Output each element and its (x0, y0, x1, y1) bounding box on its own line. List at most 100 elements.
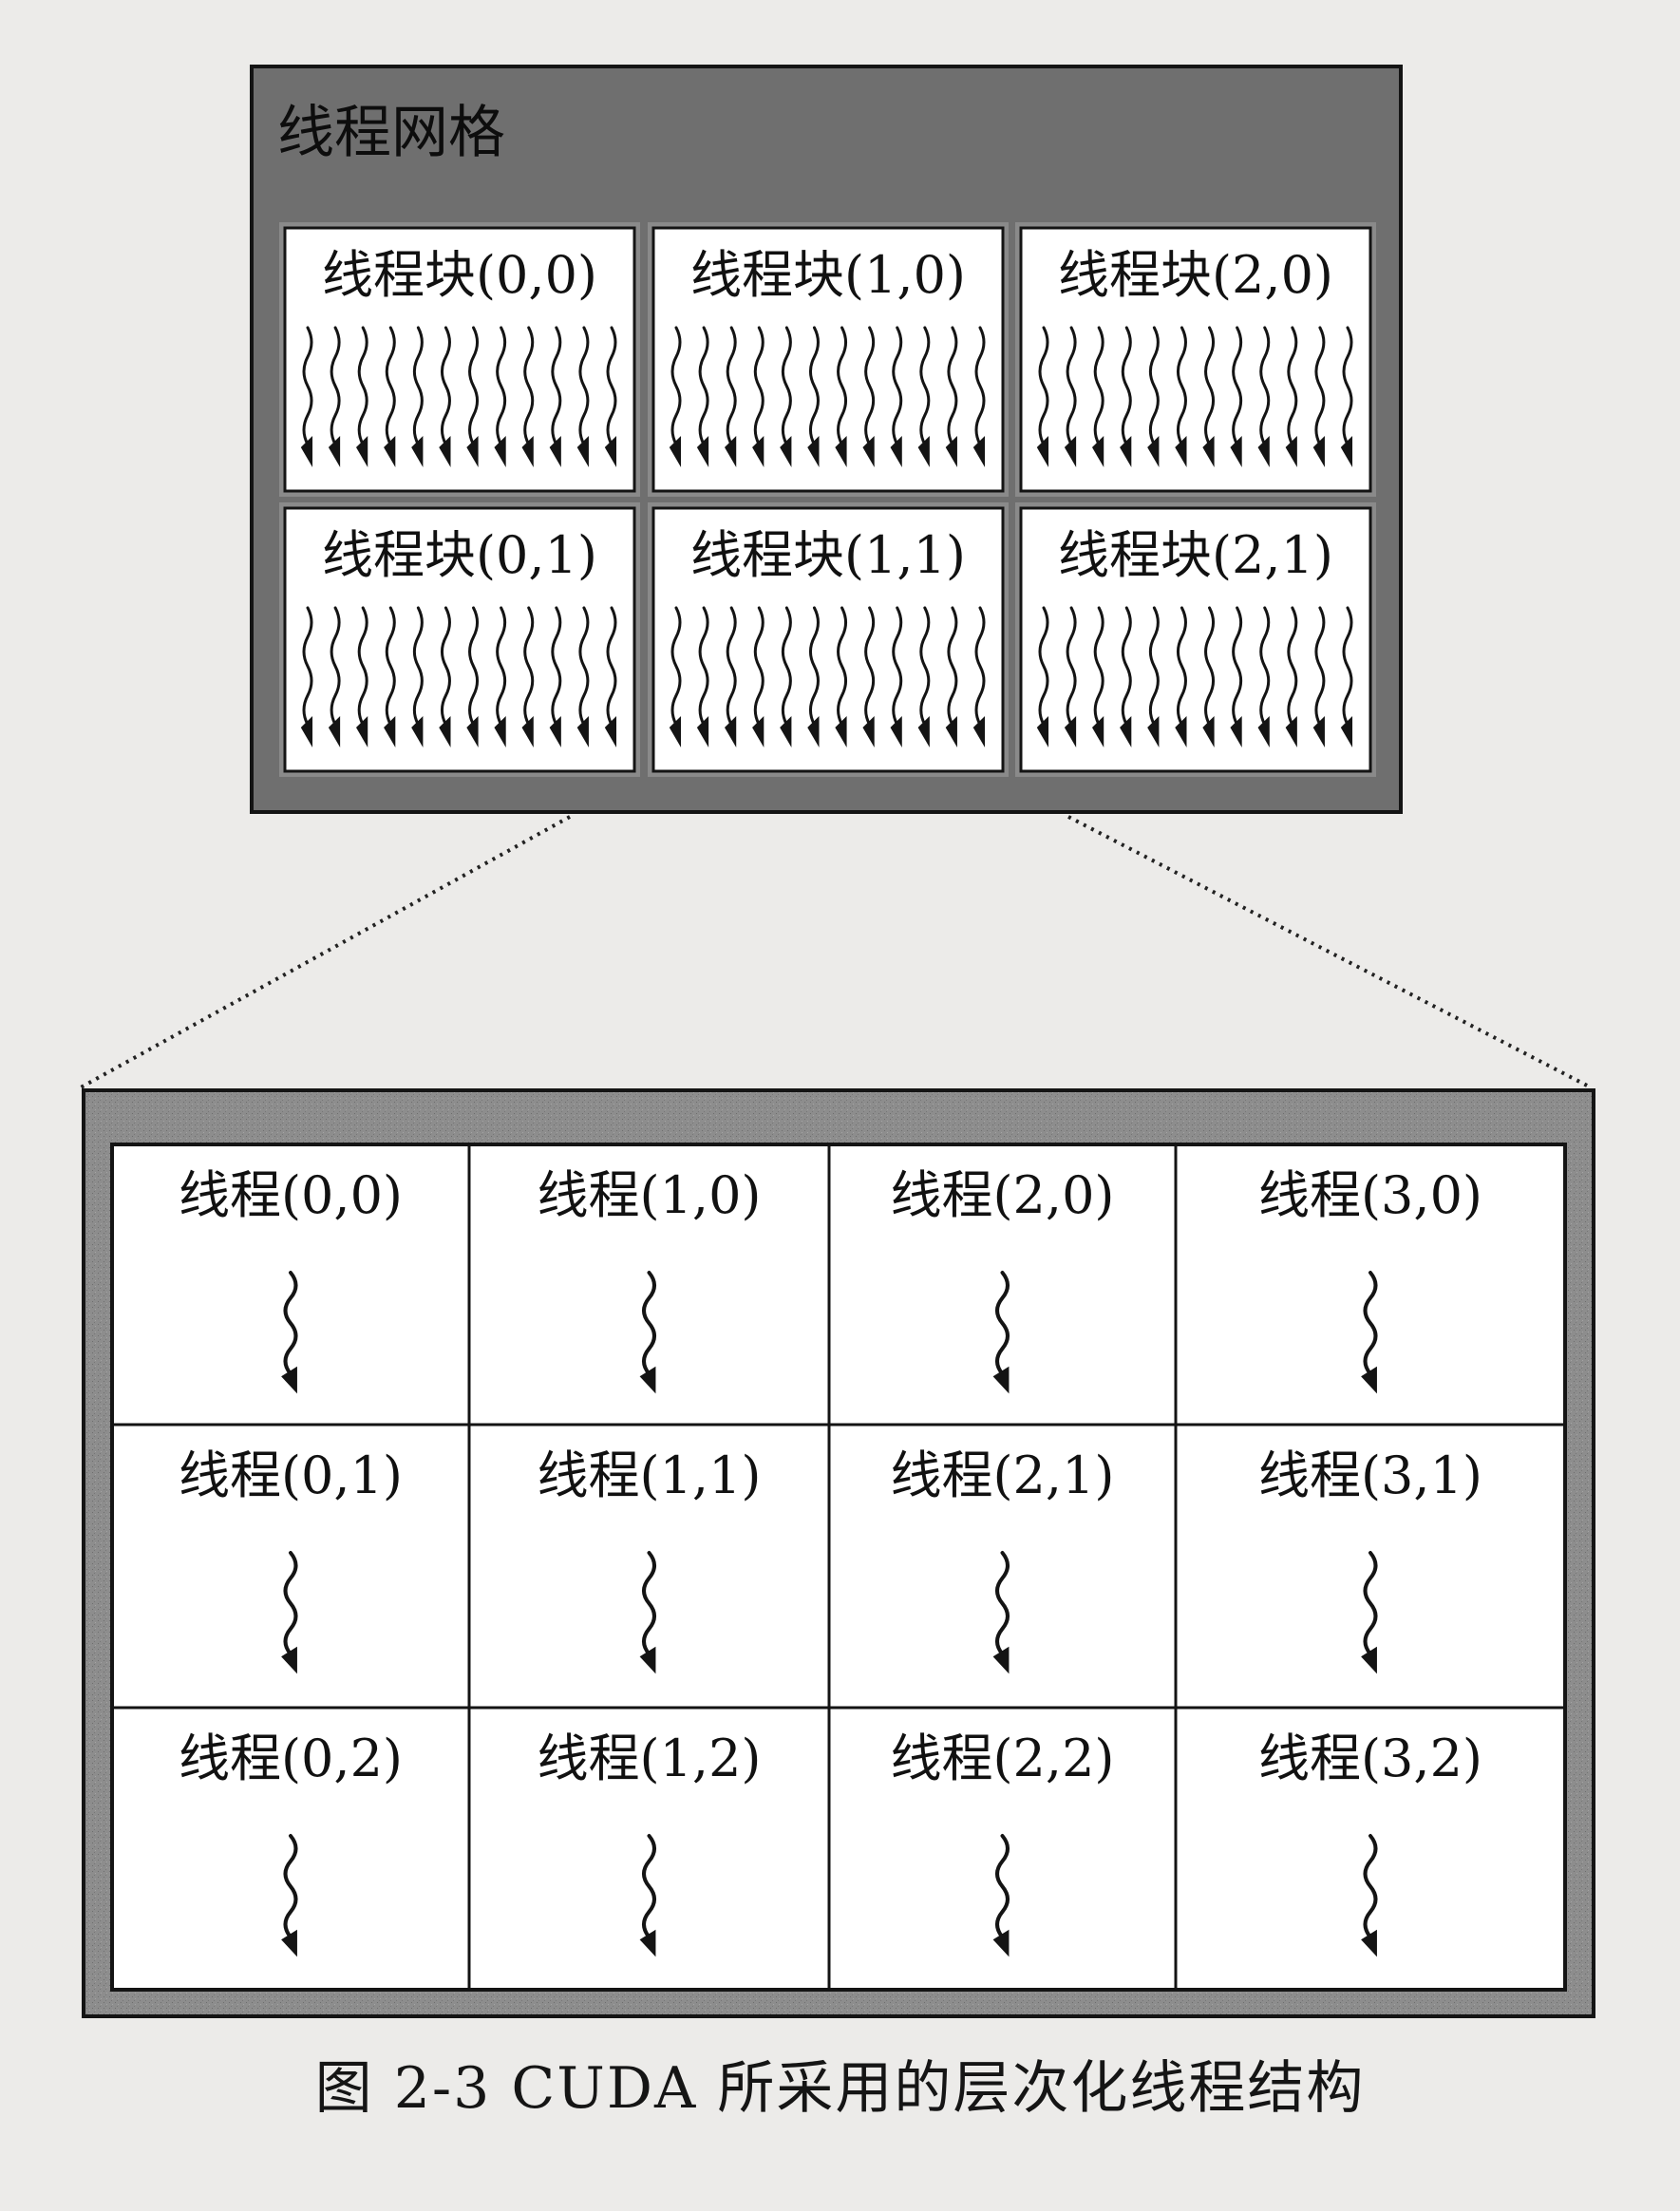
thread-icon (1361, 1551, 1378, 1674)
thread-label: 线程(3,1) (1258, 1446, 1482, 1505)
thread-icon (1175, 326, 1187, 467)
thread-icon (835, 606, 848, 747)
thread-icon (639, 1834, 656, 1957)
thread-grid-cells: 线程(0,0) 线程(1,0) 线程(2,0) 线程(3,0) 线程(0,1) 线程(1,… (112, 1144, 1565, 1990)
thread-icon (604, 326, 617, 467)
thread-icon (355, 606, 368, 747)
thread-icon (549, 326, 562, 467)
thread-icon (1175, 606, 1187, 747)
thread-icon (411, 326, 424, 467)
thread-icon (328, 606, 341, 747)
thread-icon (1202, 606, 1216, 747)
zoom-line-left (80, 815, 571, 1089)
thread-label: 线程(2,0) (890, 1165, 1114, 1225)
thread-icon (1064, 606, 1077, 747)
thread-block: 线程块(2,1) (1015, 502, 1376, 777)
thread-label: 线程(3,0) (1258, 1165, 1482, 1225)
thread-icon (807, 326, 820, 467)
thread-icon (328, 326, 341, 467)
thread-icon (1257, 606, 1271, 747)
thread-icon (862, 606, 876, 747)
thread-icon (439, 326, 451, 467)
thread-cell: 线程(2,2) (890, 1729, 1115, 1957)
thread-block: 线程块(0,0) (279, 222, 640, 497)
thread-block: 线程块(1,1) (648, 502, 1009, 777)
thread-cell: 线程(3,2) (1258, 1729, 1482, 1957)
thread-block-label: 线程块(2,0) (1058, 245, 1333, 305)
thread-cell: 线程(0,0) (179, 1165, 403, 1394)
thread-icon (1147, 326, 1160, 467)
thread-icon (945, 326, 958, 467)
thread-icon (639, 1551, 656, 1674)
thread-icon (1120, 326, 1132, 467)
thread-icon (862, 326, 876, 467)
thread-icon (355, 326, 368, 467)
thread-icon (917, 606, 931, 747)
thread-icon (992, 1551, 1010, 1674)
thread-cell: 线程(1,0) (537, 1165, 762, 1394)
thread-icon (384, 606, 396, 747)
thread-icon (1202, 326, 1216, 467)
thread-label: 线程(3,2) (1258, 1729, 1482, 1788)
thread-icon (1285, 606, 1298, 747)
thread-grid-title: 线程网格 (277, 100, 505, 166)
thread-icon (466, 606, 480, 747)
thread-icon (1312, 606, 1326, 747)
thread-block-label: 线程块(2,1) (1058, 525, 1333, 585)
thread-icon (1147, 606, 1160, 747)
thread-icon (281, 1271, 298, 1394)
thread-icon (281, 1551, 298, 1674)
thread-icon (576, 606, 590, 747)
thread-icon (1230, 606, 1243, 747)
thread-label: 线程(2,1) (890, 1446, 1114, 1505)
thread-icon (917, 326, 931, 467)
thread-label: 线程(2,2) (890, 1729, 1114, 1788)
thread-label: 线程(1,1) (537, 1446, 761, 1505)
thread-block-grid: 线程块(0,0) 线程块(1,0) 线程块(2,0) 线程块(0,1) 线程块(1,1)… (279, 222, 1376, 777)
thread-cell: 线程(3,0) (1258, 1165, 1482, 1394)
thread-icon (1361, 1834, 1378, 1957)
thread-block-label: 线程块(0,0) (322, 245, 597, 305)
thread-icon (945, 606, 958, 747)
zoom-line-right (1067, 815, 1592, 1089)
thread-icon (411, 606, 424, 747)
thread-cell: 线程(2,0) (890, 1165, 1115, 1394)
thread-icon (494, 326, 507, 467)
thread-block-box (1019, 506, 1372, 773)
thread-block-box (1019, 226, 1372, 493)
thread-icon (604, 606, 617, 747)
thread-icon (780, 326, 792, 467)
thread-icon (300, 606, 313, 747)
thread-icon (752, 606, 764, 747)
block-detail: 线程(0,0) 线程(1,0) 线程(2,0) 线程(3,0) 线程(0,1) 线程(1,… (82, 1088, 1595, 2018)
thread-cell: 线程(3,1) (1258, 1446, 1482, 1674)
thread-icon (1091, 606, 1104, 747)
thread-icon (1120, 606, 1132, 747)
thread-block-label: 线程块(0,1) (322, 525, 597, 585)
thread-icon (992, 1834, 1010, 1957)
thread-cell: 线程(2,1) (890, 1446, 1115, 1674)
thread-icon (752, 326, 764, 467)
thread-icon (669, 606, 682, 747)
thread-icon (1285, 326, 1298, 467)
thread-icon (300, 326, 313, 467)
thread-icon (890, 606, 903, 747)
thread-icon (1312, 326, 1326, 467)
thread-icon (1340, 326, 1353, 467)
thread-icon (669, 326, 682, 467)
thread-icon (1036, 606, 1049, 747)
thread-block-label: 线程块(1,0) (690, 245, 966, 305)
thread-icon (1257, 326, 1271, 467)
thread-icon (724, 606, 737, 747)
thread-icon (281, 1834, 298, 1957)
thread-icon (972, 326, 986, 467)
thread-icon (780, 606, 792, 747)
thread-label: 线程(0,1) (179, 1446, 403, 1505)
thread-icon (972, 606, 986, 747)
thread-grid: 线程网格 线程块(0,0)线程块(1,0)线程块(2,0)线程块(0,1)线程块… (250, 65, 1403, 814)
thread-icon (1091, 326, 1104, 467)
thread-icon (549, 606, 562, 747)
thread-block-box (283, 506, 636, 773)
thread-icon (521, 326, 535, 467)
